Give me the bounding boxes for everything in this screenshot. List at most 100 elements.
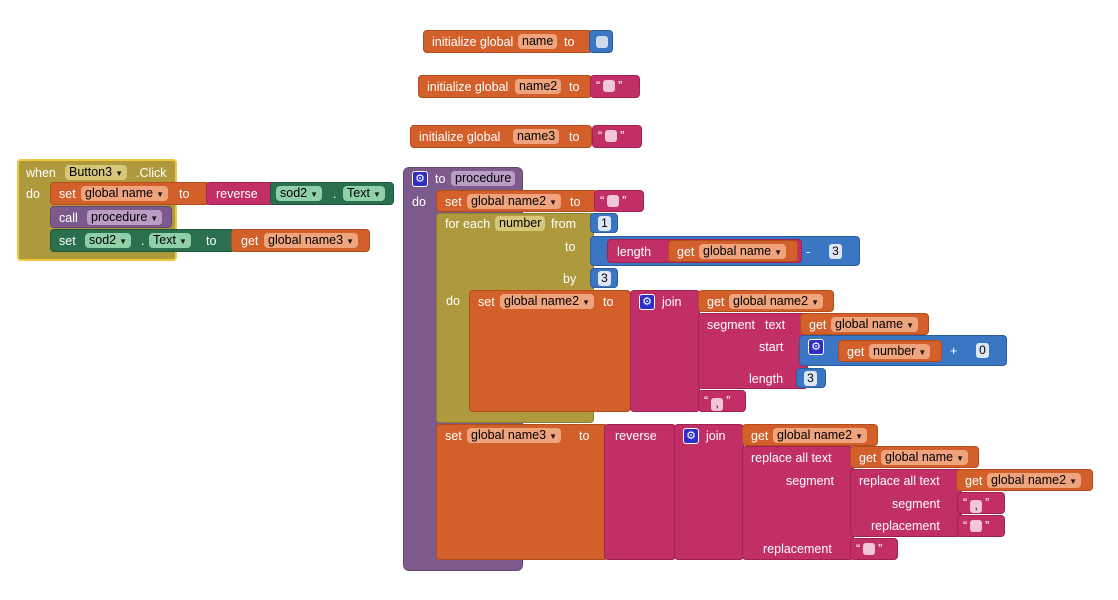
get-keyword: get <box>859 451 877 465</box>
get-keyword: get <box>847 345 865 359</box>
sod2-text-getter[interactable]: sod2▼ . Text▼ <box>270 182 394 205</box>
replace-all-text-block[interactable]: replace all text segment replacement <box>742 446 854 560</box>
init-global-name3-block[interactable]: initialize global name3 to <box>410 125 592 148</box>
reverse-block[interactable]: reverse <box>604 424 676 560</box>
when-keyword: when <box>26 166 56 180</box>
comma-text[interactable]: , <box>711 398 724 411</box>
var-dropdown[interactable]: global name2▼ <box>729 294 823 309</box>
get-keyword: get <box>707 295 725 309</box>
var-dropdown[interactable]: global name2▼ <box>987 473 1081 488</box>
get-global-name-block[interactable]: get global name▼ <box>668 240 798 262</box>
set-sod2-text-block[interactable]: set sod2▼ . Text▼ to <box>50 229 235 252</box>
component-dropdown[interactable]: Button3▼ <box>65 165 128 180</box>
number-value[interactable]: 3 <box>804 371 817 386</box>
init-global-name-block[interactable]: initialize global name to <box>423 30 593 53</box>
comma-text-block[interactable]: “,” <box>698 390 746 412</box>
get-keyword: get <box>677 245 695 259</box>
number-value[interactable]: 1 <box>598 216 611 231</box>
gear-icon[interactable]: ⚙ <box>808 339 824 355</box>
get-global-name3-block[interactable]: get global name3▼ <box>231 229 370 252</box>
init-global-name2-block[interactable]: initialize global name2 to <box>418 75 592 98</box>
component-dropdown[interactable]: sod2▼ <box>85 233 132 248</box>
number-value[interactable]: 3 <box>598 271 611 286</box>
join-block[interactable]: ⚙ join <box>630 290 700 412</box>
replace-all-label: replace all text <box>859 474 940 488</box>
number-1-block[interactable]: 1 <box>590 213 618 233</box>
number-value[interactable]: 0 <box>976 343 989 358</box>
var-dropdown[interactable]: global name2▼ <box>500 294 594 309</box>
global-name3-field[interactable]: name3 <box>513 129 560 144</box>
dot: . <box>141 234 145 248</box>
init-to: to <box>564 35 575 49</box>
to-keyword: to <box>579 429 590 443</box>
from-keyword: from <box>551 217 576 231</box>
call-procedure-block[interactable]: call procedure▼ <box>50 206 172 228</box>
join-label: join <box>706 429 726 443</box>
init-keyword: initialize global <box>432 35 514 49</box>
to-keyword: to <box>179 187 190 201</box>
get-global-name-block[interactable]: get global name▼ <box>850 446 979 468</box>
empty-text-block[interactable]: “” <box>957 515 1005 537</box>
call-keyword: call <box>59 211 78 225</box>
comma-text-block[interactable]: “,” <box>957 492 1005 514</box>
gear-icon[interactable]: ⚙ <box>683 428 699 444</box>
inner-set-global-name2-block[interactable]: set global name2▼ to <box>469 290 631 412</box>
procedure-name-field[interactable]: procedure <box>451 171 516 186</box>
replace-all-text-inner-block[interactable]: replace all text segment replacement <box>850 469 962 537</box>
to-keyword: to <box>603 295 614 309</box>
var-dropdown[interactable]: global name▼ <box>881 450 969 465</box>
var-dropdown[interactable]: number▼ <box>869 344 931 359</box>
component-dropdown[interactable]: sod2▼ <box>276 186 323 201</box>
var-dropdown[interactable]: global name▼ <box>81 186 169 201</box>
set-keyword: set <box>59 234 76 248</box>
replacement-label: replacement <box>871 519 940 533</box>
get-global-name-block[interactable]: get global name▼ <box>800 313 929 335</box>
empty-text-block[interactable]: “” <box>850 538 898 560</box>
var-dropdown[interactable]: global name3▼ <box>467 428 561 443</box>
global-name2-field[interactable]: name2 <box>515 79 562 94</box>
get-keyword: get <box>241 234 259 248</box>
number-value[interactable]: 3 <box>829 244 842 259</box>
property-dropdown[interactable]: Text▼ <box>343 186 385 201</box>
set-global-name3-block[interactable]: set global name3▼ to <box>436 424 608 560</box>
join-block[interactable]: ⚙ join <box>674 424 744 560</box>
number-3-block[interactable]: 3 <box>796 368 826 388</box>
get-number-block[interactable]: get number▼ <box>838 340 942 362</box>
start-label: start <box>759 340 784 354</box>
get-global-name2-block[interactable]: get global name2▼ <box>742 424 878 446</box>
empty-text-block[interactable]: “” <box>594 190 644 212</box>
global-name-field[interactable]: name <box>518 34 558 49</box>
replacement-label: replacement <box>763 542 832 556</box>
var-dropdown[interactable]: global name3▼ <box>264 233 358 248</box>
length-label: length <box>749 372 784 386</box>
segment-label: segment <box>707 318 755 332</box>
get-global-name2-block[interactable]: get global name2▼ <box>956 469 1093 491</box>
empty-list-block[interactable] <box>589 30 613 53</box>
gear-icon[interactable]: ⚙ <box>412 171 428 187</box>
gear-icon[interactable]: ⚙ <box>639 294 655 310</box>
loop-var-field[interactable]: number <box>495 216 546 231</box>
dot: . <box>333 187 337 201</box>
var-dropdown[interactable]: global name2▼ <box>773 428 867 443</box>
reverse-label: reverse <box>216 187 258 201</box>
var-dropdown[interactable]: global name2▼ <box>467 194 561 209</box>
comma-text[interactable]: , <box>970 500 983 513</box>
reverse-block[interactable]: reverse <box>206 182 276 205</box>
text-label: text <box>765 318 786 332</box>
segment-block[interactable]: segment text start length <box>698 313 808 389</box>
init-to: to <box>569 80 580 94</box>
empty-text-block[interactable]: “” <box>592 125 642 148</box>
get-global-name2-block[interactable]: get global name2▼ <box>698 290 834 312</box>
number-3-block[interactable]: 3 <box>590 268 618 288</box>
init-keyword: initialize global <box>419 130 501 144</box>
set-global-name2-block[interactable]: set global name2▼ to <box>436 190 598 212</box>
var-dropdown[interactable]: global name▼ <box>699 244 787 259</box>
init-keyword: initialize global <box>427 80 509 94</box>
by-keyword: by <box>563 272 577 286</box>
procedure-dropdown[interactable]: procedure▼ <box>87 210 163 225</box>
for-each-keyword: for each <box>445 217 491 231</box>
set-global-name-block[interactable]: set global name▼ to <box>50 182 210 205</box>
property-dropdown[interactable]: Text▼ <box>149 233 191 248</box>
var-dropdown[interactable]: global name▼ <box>831 317 919 332</box>
empty-text-block[interactable]: “” <box>590 75 640 98</box>
